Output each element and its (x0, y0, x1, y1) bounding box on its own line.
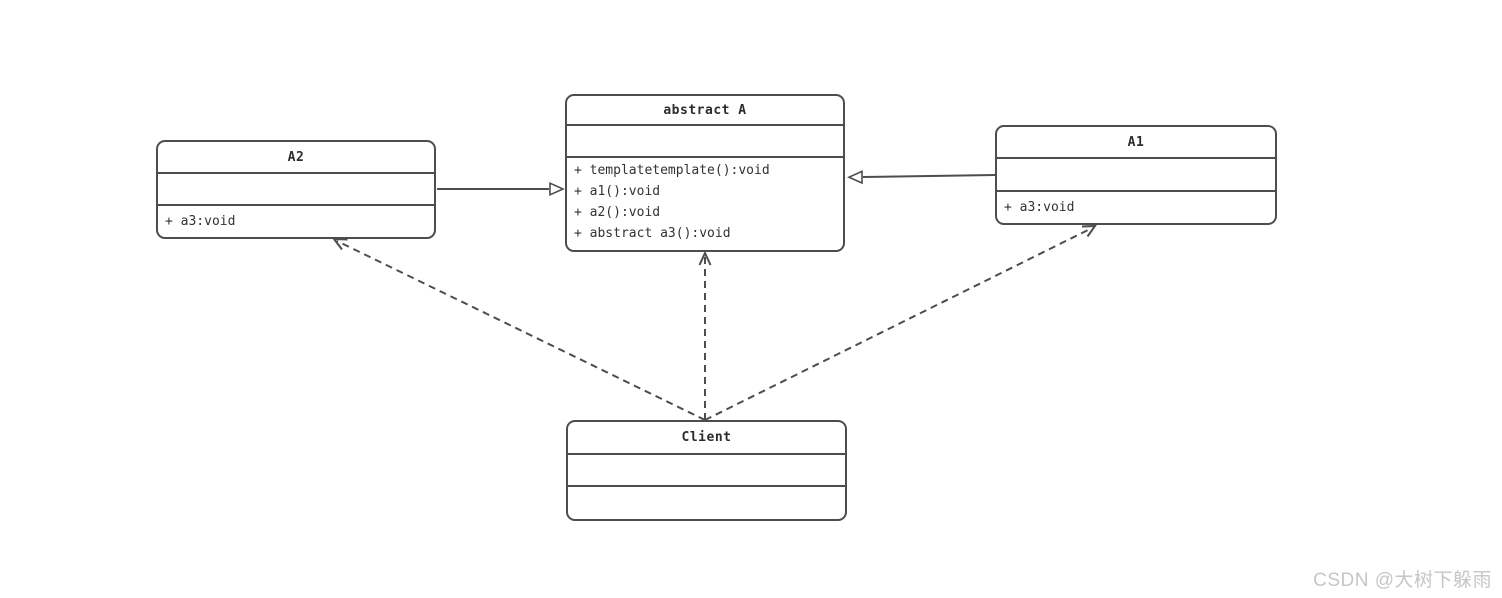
dependency-arrow-client-to-a1 (704, 224, 1097, 421)
dependency-arrow-client-to-a2 (331, 237, 706, 421)
class-member: + a3:void (165, 214, 236, 229)
class-attributes-section-a2 (158, 172, 434, 204)
class-methods-section-client (568, 485, 845, 519)
class-title-client: Client (681, 430, 732, 445)
generalization-arrow-a2-to-abstract-a (437, 181, 565, 197)
class-methods-section-a1: + a3:void (997, 190, 1275, 223)
class-attributes-section-a1 (997, 157, 1275, 190)
class-member: + a1():void (574, 184, 661, 199)
class-member: + a3:void (1004, 200, 1075, 215)
class-box-abstract-a: abstract A + templatetemplate():void + a… (565, 94, 845, 252)
class-box-client: Client (566, 420, 847, 521)
class-member: + templatetemplate():void (574, 163, 770, 178)
class-title-a2: A2 (287, 149, 305, 165)
dependency-arrow-client-to-abstract-a (698, 250, 712, 420)
class-member: + a2():void (574, 205, 661, 220)
class-title-abstract-a: abstract A (663, 102, 747, 118)
csdn-watermark: CSDN @大树下躲雨 (1313, 570, 1492, 591)
class-methods-section-a2: + a3:void (158, 204, 434, 237)
class-title-a1: A1 (1127, 134, 1145, 150)
class-member: + abstract a3():void (574, 226, 731, 241)
class-attributes-section-client (568, 453, 845, 485)
class-box-a2: A2 + a3:void (156, 140, 436, 239)
class-attributes-section-abstract-a (567, 124, 843, 156)
class-box-a1: A1 + a3:void (995, 125, 1277, 225)
class-methods-section-abstract-a: + templatetemplate():void + a1():void + … (567, 156, 843, 246)
generalization-arrow-a1-to-abstract-a (847, 170, 996, 185)
